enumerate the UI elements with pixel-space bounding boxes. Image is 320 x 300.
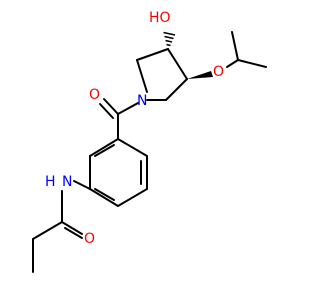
- bond-carbonyl-double-1: [103, 98, 119, 115]
- bond-ar-6: [89, 138, 119, 157]
- bond-n1-c2: [136, 59, 148, 93]
- bond-ar-4: [89, 188, 119, 207]
- ether-oxygen-label: O: [213, 64, 224, 80]
- stereo-hash-wedge-hydroxyl: [163, 31, 176, 47]
- bond-c2-c3: [136, 48, 169, 61]
- bond-amide-double-1: [61, 221, 83, 235]
- bond-ar-3: [117, 188, 148, 207]
- ring-carbonyl-oxygen-label: O: [89, 87, 100, 103]
- bond-n1-carbonyl: [117, 102, 139, 115]
- bond-amide-double-2: [64, 227, 83, 239]
- amide-hydrogen-label: H: [45, 174, 56, 190]
- bond-ar-inner-3: [94, 144, 115, 157]
- bond-c4-c5: [165, 78, 188, 101]
- amide-nitrogen-label: N: [62, 174, 72, 190]
- bond-ar-1: [117, 138, 148, 157]
- hydroxyl-label: HO: [149, 10, 171, 26]
- bond-ring-nh: [73, 180, 91, 190]
- bond-ch-me2: [237, 59, 267, 68]
- bond-c3-c4: [167, 48, 188, 80]
- bond-ar-inner-2: [94, 188, 115, 201]
- bond-ch-me1: [231, 31, 239, 61]
- stereo-solid-wedge-ether: [187, 71, 213, 79]
- ring-nitrogen-label: N: [137, 93, 147, 109]
- structure-svg: HO O O N N H O: [32, 10, 267, 273]
- bond-amidec-ch2: [32, 221, 63, 240]
- bond-o-ch: [226, 59, 239, 68]
- molecule-drawing: HO O O N N H O: [32, 10, 267, 273]
- bond-carbonyl-double-2: [99, 103, 114, 119]
- amide-oxygen-label: O: [84, 231, 95, 247]
